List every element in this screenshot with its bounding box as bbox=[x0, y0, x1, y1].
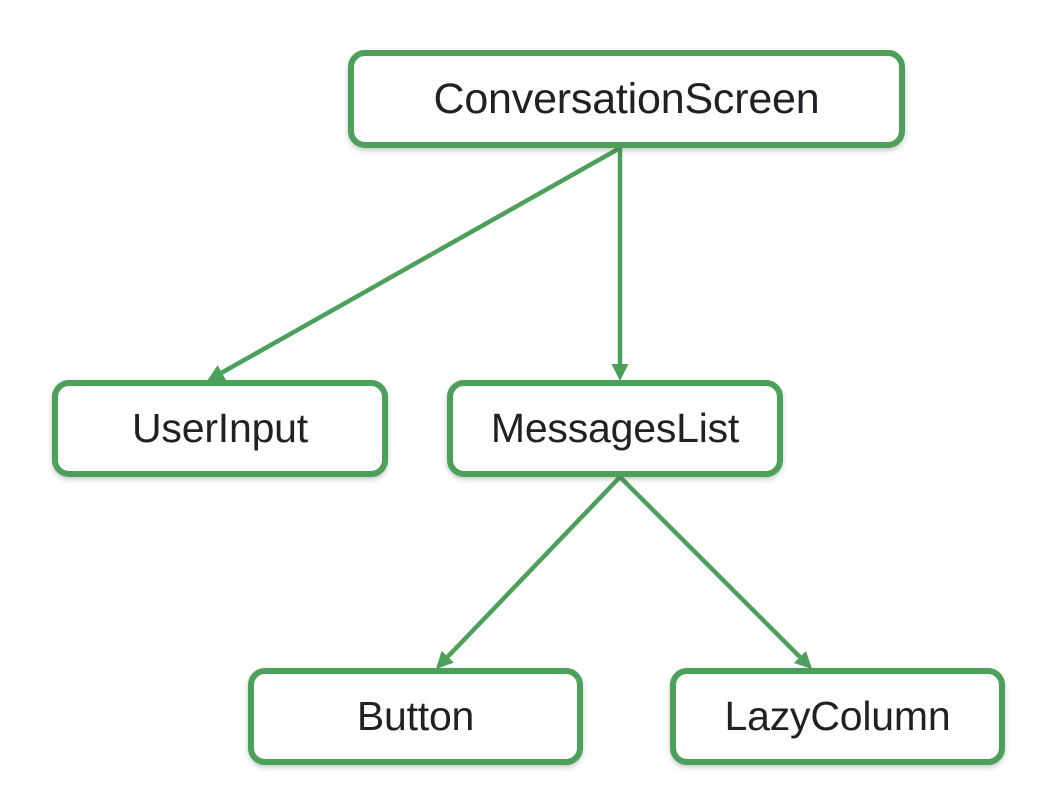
edge-messageslist-button bbox=[436, 475, 622, 669]
node-button[interactable]: Button bbox=[248, 668, 583, 765]
node-messages-list[interactable]: MessagesList bbox=[447, 380, 783, 477]
node-label-user-input: UserInput bbox=[132, 405, 308, 451]
node-conversation-screen[interactable]: ConversationScreen bbox=[348, 50, 905, 148]
arrowhead-icon bbox=[436, 650, 454, 669]
arrowhead-icon bbox=[207, 365, 226, 381]
node-label-messages-list: MessagesList bbox=[490, 405, 740, 451]
edge-line bbox=[220, 146, 622, 375]
node-label-conversation-screen: ConversationScreen bbox=[433, 74, 820, 123]
edge-line bbox=[618, 475, 802, 659]
node-label-button: Button bbox=[356, 693, 475, 739]
node-label-lazy-column: LazyColumn bbox=[724, 693, 951, 739]
edge-conversationscreen-messageslist bbox=[611, 148, 629, 381]
edge-line bbox=[446, 475, 622, 659]
edge-messageslist-lazycolumn bbox=[618, 475, 812, 669]
edge-conversationscreen-userinput bbox=[207, 146, 622, 381]
arrowhead-icon bbox=[611, 364, 629, 381]
node-lazy-column[interactable]: LazyColumn bbox=[670, 668, 1005, 765]
node-user-input[interactable]: UserInput bbox=[52, 380, 388, 477]
arrowhead-icon bbox=[793, 650, 812, 669]
